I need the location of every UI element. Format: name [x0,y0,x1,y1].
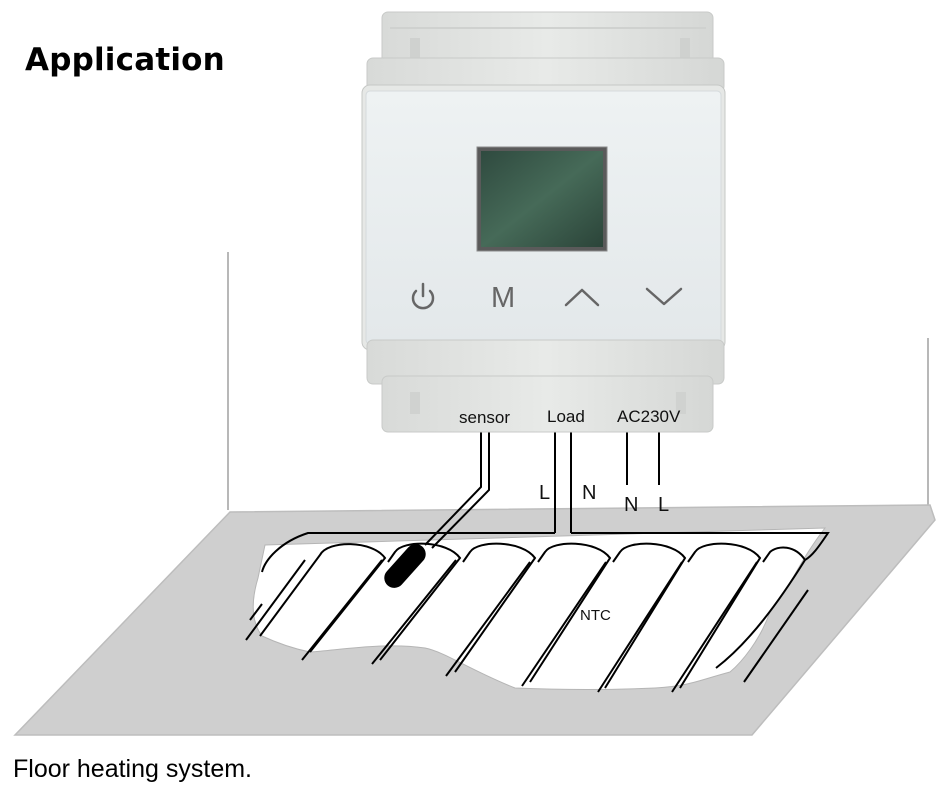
up-arrow-icon[interactable] [564,288,600,307]
sensor-terminal-label: sensor [459,408,510,427]
lcd-screen [481,151,603,247]
thermostat-device: M [361,11,726,433]
load-l-label: L [539,482,550,504]
sensor-wire [424,432,482,546]
floor-slab [13,504,936,736]
power-icon[interactable] [411,282,435,310]
device-base [381,375,714,433]
mode-button[interactable]: M [491,282,515,314]
ntc-sensor-probe [384,544,426,588]
page-title: Application [25,42,225,78]
device-top-module [381,11,714,65]
wiring [424,432,660,549]
down-arrow-icon[interactable] [645,287,683,306]
power-l-label: L [658,494,669,516]
power-n-label: N [624,494,638,516]
load-terminal-label: Load [547,407,585,426]
power-terminal-label: AC230V [617,407,681,426]
diagram-caption: Floor heating system. [13,755,252,783]
room-walls [227,252,929,510]
load-n-label: N [582,482,596,504]
sensor-wire-inner [431,432,490,549]
cable-label: NTC [580,607,611,624]
